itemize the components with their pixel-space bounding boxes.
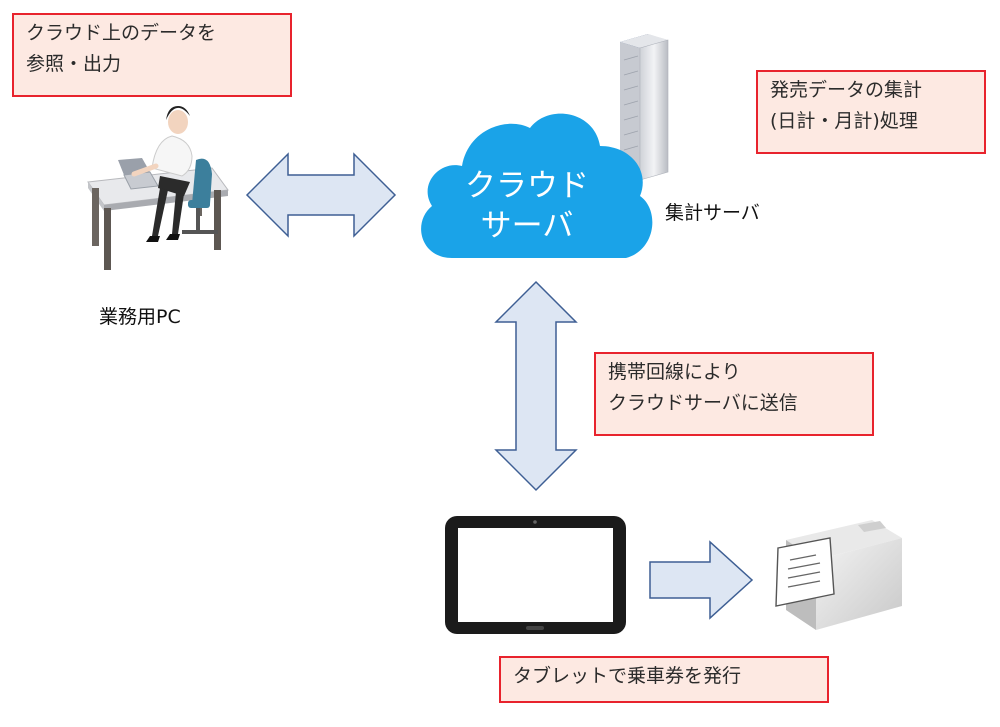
note-ticket-issue: タブレットで乗車券を発行 — [499, 656, 829, 703]
note-mobile-send-line1: 携帯回線により — [608, 361, 741, 383]
note-aggregation: 発売データの集計 (日計・月計)処理 — [756, 70, 986, 154]
server-rack-icon — [620, 34, 669, 181]
arrow-tablet-printer — [649, 540, 754, 620]
note-pc-reference: クラウド上のデータを 参照・出力 — [12, 13, 292, 97]
label-aggregation-server: 集計サーバ — [665, 202, 760, 224]
ticket-printer-icon — [775, 520, 902, 630]
office-worker-icon — [87, 106, 229, 270]
arrow-pc-cloud — [245, 152, 397, 238]
tablet-icon — [445, 516, 626, 634]
label-business-pc: 業務用PC — [99, 306, 181, 328]
note-pc-reference-line1: クラウド上のデータを — [26, 22, 217, 44]
note-mobile-send: 携帯回線により クラウドサーバに送信 — [594, 352, 874, 436]
cloud-server-icon: クラウド サーバ — [421, 113, 653, 258]
note-aggregation-line2: (日計・月計)処理 — [770, 109, 918, 132]
arrow-cloud-tablet — [494, 280, 578, 492]
note-mobile-send-line2: クラウドサーバに送信 — [608, 391, 798, 414]
note-ticket-issue-line1: タブレットで乗車券を発行 — [513, 665, 742, 687]
note-aggregation-line1: 発売データの集計 — [770, 79, 923, 101]
note-pc-reference-line2: 参照・出力 — [26, 52, 122, 75]
cloud-label-line2: サーバ — [481, 208, 574, 244]
cloud-label-line1: クラウド — [465, 168, 589, 204]
